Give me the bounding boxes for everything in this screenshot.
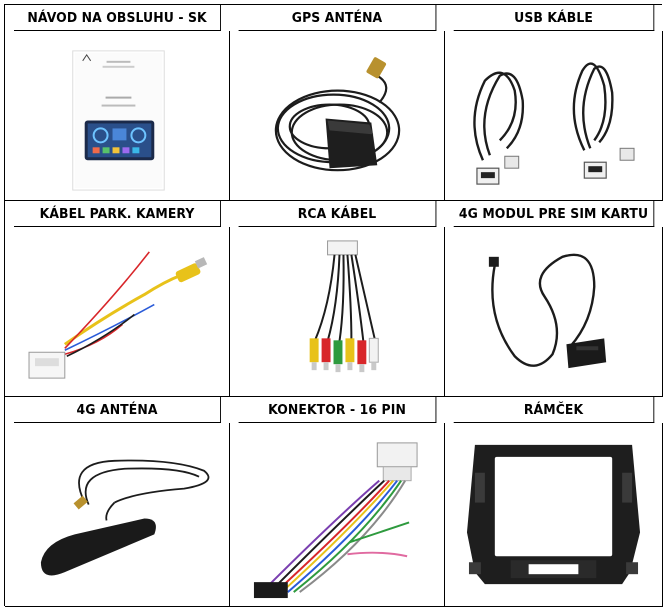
usb-cables-icon — [473, 62, 635, 185]
manual-booklet-icon — [72, 50, 165, 191]
dash-frame-image — [445, 423, 663, 607]
rca-cable-icon — [309, 240, 379, 373]
rca-cable-image — [230, 227, 445, 397]
header-parking-camera-cable: KÁBEL PARK. KAMERY — [14, 201, 221, 227]
sim-module-image — [445, 227, 663, 397]
parking-camera-cable-image — [5, 227, 230, 397]
dash-frame-icon — [466, 444, 641, 585]
header-gps-antenna: GPS ANTÉNA — [238, 5, 437, 31]
gps-antenna-image — [230, 31, 445, 201]
header-manual: NÁVOD NA OBSLUHU - SK — [14, 5, 221, 31]
header-usb-cables: USB KÁBLE — [453, 5, 655, 31]
header-4g-antenna: 4G ANTÉNA — [14, 397, 221, 423]
usb-cables-image — [445, 31, 663, 201]
16-pin-connector-icon — [253, 442, 418, 599]
4g-antenna-image — [5, 423, 230, 607]
header-sim-module: 4G MODUL PRE SIM KARTU — [453, 201, 655, 227]
header-16-pin-connector: KONEKTOR - 16 PIN — [238, 397, 437, 423]
contents-table: NÁVOD NA OBSLUHU - SK GPS ANTÉNA USB KÁB… — [4, 4, 663, 607]
4g-antenna-icon — [40, 459, 210, 576]
manual-booklet-image — [5, 31, 230, 201]
sim-module-icon — [488, 253, 607, 369]
parking-camera-cable-icon — [28, 251, 208, 379]
header-rca-cable: RCA KÁBEL — [238, 201, 437, 227]
gps-antenna-icon — [274, 57, 401, 172]
16-pin-connector-image — [230, 423, 445, 607]
header-dash-frame: RÁMČEK — [453, 397, 655, 423]
